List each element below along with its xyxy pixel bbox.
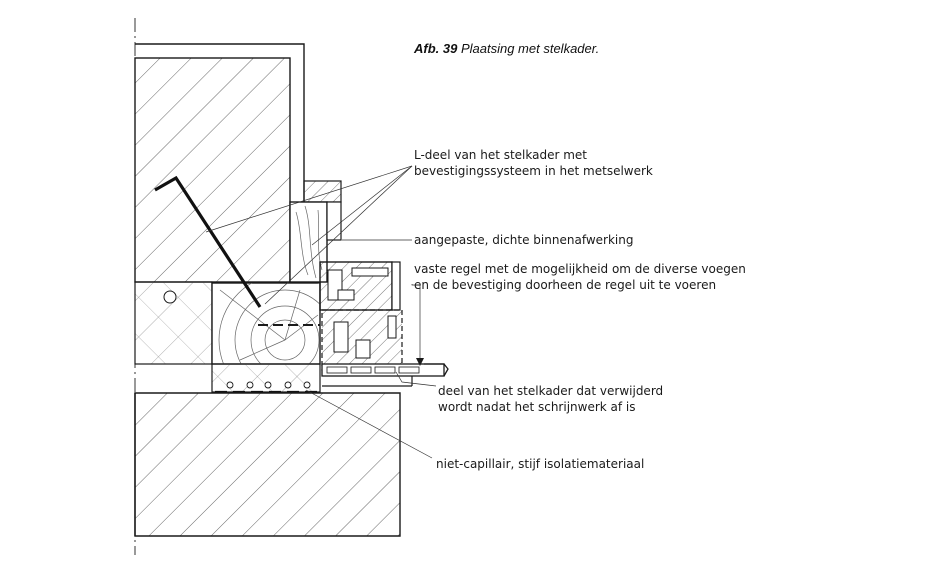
l-part-anchor [154, 175, 262, 308]
label-deel-verwijderd: deel van het stelkader dat verwijderd wo… [438, 384, 664, 414]
leader-vaste-regel [411, 284, 421, 363]
lower-masonry-block [134, 392, 401, 537]
sill-rail [321, 363, 449, 387]
non-capillary-insulation [211, 363, 321, 394]
leader-l-deel-3 [311, 165, 413, 246]
label-vaste-regel: vaste regel met de mogelijkheid om de di… [414, 262, 746, 292]
label-isolatie: niet-capillair, stijf isolatiemateriaal [436, 457, 645, 471]
leader-deel-verwijderd [395, 371, 437, 387]
figure-title: Plaatsing met stelkader. [460, 41, 600, 56]
leader-lines [205, 165, 437, 459]
window-frame-profile [319, 261, 401, 311]
upper-masonry-block [134, 43, 305, 283]
figure-caption: Afb. 39 Plaatsing met stelkader. [414, 41, 599, 56]
label-binnenafwerking: aangepaste, dichte binnenafwerking [414, 233, 634, 247]
leader-arrowhead [416, 358, 424, 366]
removable-frame-part [321, 309, 403, 371]
figure-number: Afb. 39 [414, 41, 458, 56]
leader-isolatie [305, 389, 433, 459]
label-l-deel: L-deel van het stelkader met bevestiging… [414, 148, 653, 178]
leader-l-deel-1 [205, 165, 413, 233]
leader-l-deel-2 [264, 165, 413, 305]
insulation-zone [134, 281, 213, 365]
